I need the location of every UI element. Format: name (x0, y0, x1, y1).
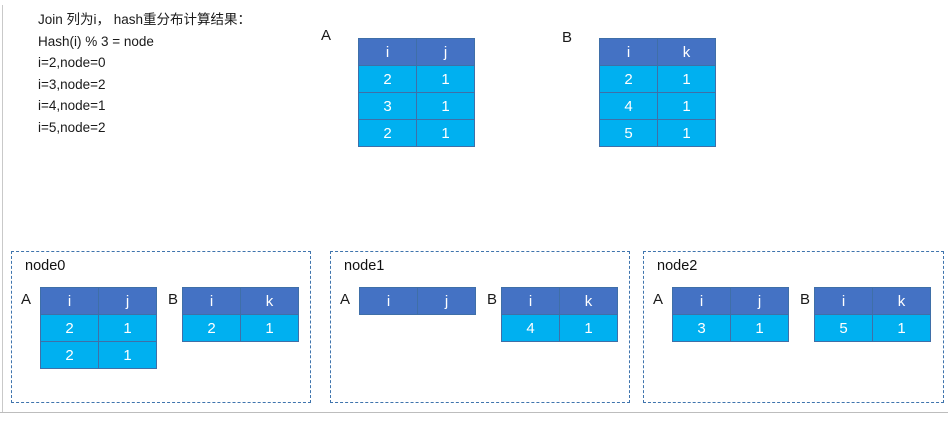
data-cell: 3 (358, 92, 417, 120)
data-cell: 2 (182, 314, 241, 342)
table-row: 3 1 (358, 92, 475, 120)
data-cell: 1 (98, 314, 157, 342)
table-row: 4 1 (599, 92, 716, 120)
annotation-line: Hash(i) % 3 = node (38, 33, 154, 49)
header-cell: j (417, 287, 476, 315)
node0-table-a: i j 2 1 2 1 (40, 287, 157, 369)
header-cell: i (672, 287, 731, 315)
header-cell: j (98, 287, 157, 315)
table-row: 2 1 (182, 314, 299, 342)
data-cell: 2 (40, 341, 99, 369)
table-label-a: A (340, 291, 351, 308)
header-cell: i (501, 287, 560, 315)
table-header-row: i k (501, 287, 618, 315)
annotation-line: i=3,node=2 (38, 76, 106, 92)
table-row: 2 1 (599, 65, 716, 93)
table-label-a: A (321, 27, 332, 44)
table-label-b: B (487, 291, 498, 308)
data-cell: 1 (416, 65, 475, 93)
header-cell: i (358, 38, 417, 66)
header-cell: i (814, 287, 873, 315)
data-cell: 5 (599, 119, 658, 147)
node0-title: node0 (25, 258, 66, 274)
data-cell: 2 (358, 119, 417, 147)
header-cell: k (559, 287, 618, 315)
node1-table-a: i j (359, 287, 476, 315)
table-row: 4 1 (501, 314, 618, 342)
header-cell: i (359, 287, 418, 315)
data-cell: 1 (559, 314, 618, 342)
annotation-line: i=5,node=2 (38, 119, 106, 135)
data-cell: 1 (657, 92, 716, 120)
data-cell: 2 (358, 65, 417, 93)
table-label-a: A (653, 291, 664, 308)
canvas-bottom-edge (0, 412, 948, 413)
canvas-left-edge (2, 5, 3, 413)
table-label-a: A (21, 291, 32, 308)
annotation-line: i=4,node=1 (38, 98, 106, 113)
data-cell: 4 (599, 92, 658, 120)
node1-title: node1 (344, 258, 385, 274)
data-cell: 1 (416, 92, 475, 120)
header-cell: k (872, 287, 931, 315)
table-header-row: i j (359, 287, 476, 315)
table-header-row: i j (40, 287, 157, 315)
table-row: 5 1 (599, 119, 716, 147)
header-cell: j (730, 287, 789, 315)
table-header-row: i k (599, 38, 716, 66)
data-cell: 1 (240, 314, 299, 342)
node0-box: node0 A i j 2 1 2 1 B i k 2 1 (11, 251, 311, 403)
header-cell: i (40, 287, 99, 315)
header-cell: i (182, 287, 241, 315)
header-cell: k (240, 287, 299, 315)
top-table-b: i k 2 1 4 1 5 1 (599, 38, 716, 147)
node0-table-b: i k 2 1 (182, 287, 299, 342)
table-row: 2 1 (40, 314, 157, 342)
table-row: 2 1 (40, 341, 157, 369)
node2-table-b: i k 5 1 (814, 287, 931, 342)
data-cell: 1 (730, 314, 789, 342)
table-row: 2 1 (358, 119, 475, 147)
table-header-row: i k (182, 287, 299, 315)
annotation-line: Join 列为i， hash重分布计算结果： (38, 12, 252, 27)
node2-table-a: i j 3 1 (672, 287, 789, 342)
table-row: 2 1 (358, 65, 475, 93)
data-cell: 2 (40, 314, 99, 342)
table-label-b: B (800, 291, 811, 308)
data-cell: 5 (814, 314, 873, 342)
table-row: 5 1 (814, 314, 931, 342)
table-header-row: i j (672, 287, 789, 315)
data-cell: 1 (98, 341, 157, 369)
table-header-row: i k (814, 287, 931, 315)
table-label-b: B (168, 291, 179, 308)
data-cell: 1 (416, 119, 475, 147)
data-cell: 4 (501, 314, 560, 342)
hash-explanation-text: Join 列为i， hash重分布计算结果： Hash(i) % 3 = nod… (38, 9, 251, 138)
table-row: 3 1 (672, 314, 789, 342)
data-cell: 2 (599, 65, 658, 93)
data-cell: 3 (672, 314, 731, 342)
top-table-a: i j 2 1 3 1 2 1 (358, 38, 475, 147)
node2-box: node2 A i j 3 1 B i k 5 1 (643, 251, 944, 403)
table-label-b: B (562, 29, 573, 46)
header-cell: k (657, 38, 716, 66)
header-cell: j (416, 38, 475, 66)
data-cell: 1 (657, 119, 716, 147)
node1-table-b: i k 4 1 (501, 287, 618, 342)
annotation-line: i=2,node=0 (38, 55, 106, 70)
header-cell: i (599, 38, 658, 66)
data-cell: 1 (657, 65, 716, 93)
table-header-row: i j (358, 38, 475, 66)
node1-box: node1 A i j B i k 4 1 (330, 251, 630, 403)
node2-title: node2 (657, 258, 698, 274)
data-cell: 1 (872, 314, 931, 342)
